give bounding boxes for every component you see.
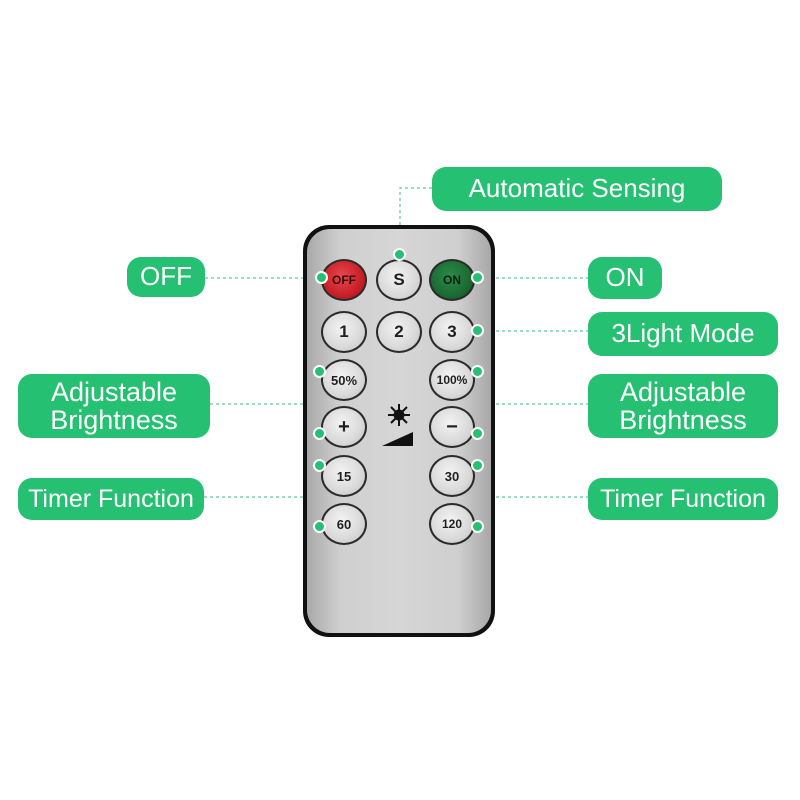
mode-2-button[interactable]: 2 [376, 311, 422, 353]
timer-30-label: 30 [444, 468, 460, 484]
timer-60-label: 60 [336, 516, 352, 532]
callout-brightness-right: Adjustable Brightness [588, 374, 778, 438]
sensing-button-label: S [393, 270, 405, 289]
callout-off: OFF [127, 257, 205, 297]
anchor-dot-brightness-100 [471, 365, 484, 378]
timer-120-label: 120 [441, 517, 463, 531]
mode-3-label: 3 [447, 322, 457, 341]
sun-icon [388, 404, 410, 426]
callout-light-mode: 3Light Mode [588, 312, 778, 356]
on-button[interactable]: ON [429, 259, 475, 301]
brightness-100-label: 100% [436, 373, 468, 387]
callout-brightness-left-line2: Brightness [50, 405, 178, 435]
callout-on-label: ON [605, 262, 645, 293]
callout-light-mode-label: 3Light Mode [611, 318, 755, 349]
callout-brightness-left-line1: Adjustable [50, 376, 178, 407]
callout-timer-left: Timer Function [18, 478, 204, 520]
anchor-dot-sensing [393, 248, 406, 261]
minus-label: − [446, 415, 458, 438]
anchor-dot-plus [313, 427, 326, 440]
anchor-dot-timer-60 [313, 520, 326, 533]
callout-automatic-sensing-label: Automatic Sensing [468, 173, 686, 204]
callout-brightness-right-line1: Adjustable [619, 376, 747, 407]
brightness-plus-button[interactable]: + [321, 406, 367, 448]
sensing-button[interactable]: S [376, 259, 422, 301]
anchor-dot-brightness-50 [313, 365, 326, 378]
timer-30-button[interactable]: 30 [429, 455, 475, 497]
callout-timer-right-label: Timer Function [600, 484, 766, 513]
callout-off-label: OFF [140, 261, 192, 292]
anchor-dot-mode-3 [471, 324, 484, 337]
brightness-50-button[interactable]: 50% [321, 359, 367, 401]
callout-timer-right: Timer Function [588, 478, 778, 520]
on-button-label: ON [443, 273, 461, 287]
callout-on: ON [588, 257, 662, 299]
brightness-100-button[interactable]: 100% [429, 359, 475, 401]
off-button[interactable]: OFF [321, 259, 367, 301]
off-button-label: OFF [332, 273, 356, 287]
timer-15-button[interactable]: 15 [321, 455, 367, 497]
timer-60-button[interactable]: 60 [321, 503, 367, 545]
brightness-50-label: 50% [330, 372, 358, 388]
callout-timer-left-label: Timer Function [28, 484, 194, 513]
anchor-dot-minus [471, 427, 484, 440]
callout-brightness-right-line2: Brightness [619, 405, 747, 435]
anchor-dot-timer-30 [471, 459, 484, 472]
callout-brightness-left: Adjustable Brightness [18, 374, 210, 438]
mode-2-label: 2 [394, 322, 404, 341]
mode-1-button[interactable]: 1 [321, 311, 367, 353]
plus-label: + [338, 415, 350, 438]
brightness-minus-button[interactable]: − [429, 406, 475, 448]
mode-1-label: 1 [339, 322, 349, 341]
anchor-dot-on [471, 271, 484, 284]
mode-3-button[interactable]: 3 [429, 311, 475, 353]
anchor-dot-off [315, 271, 328, 284]
timer-120-button[interactable]: 120 [429, 503, 475, 545]
timer-15-label: 15 [336, 468, 352, 484]
callout-automatic-sensing: Automatic Sensing [432, 167, 722, 211]
anchor-dot-timer-15 [313, 459, 326, 472]
brightness-ramp-icon [382, 432, 413, 446]
anchor-dot-timer-120 [471, 520, 484, 533]
